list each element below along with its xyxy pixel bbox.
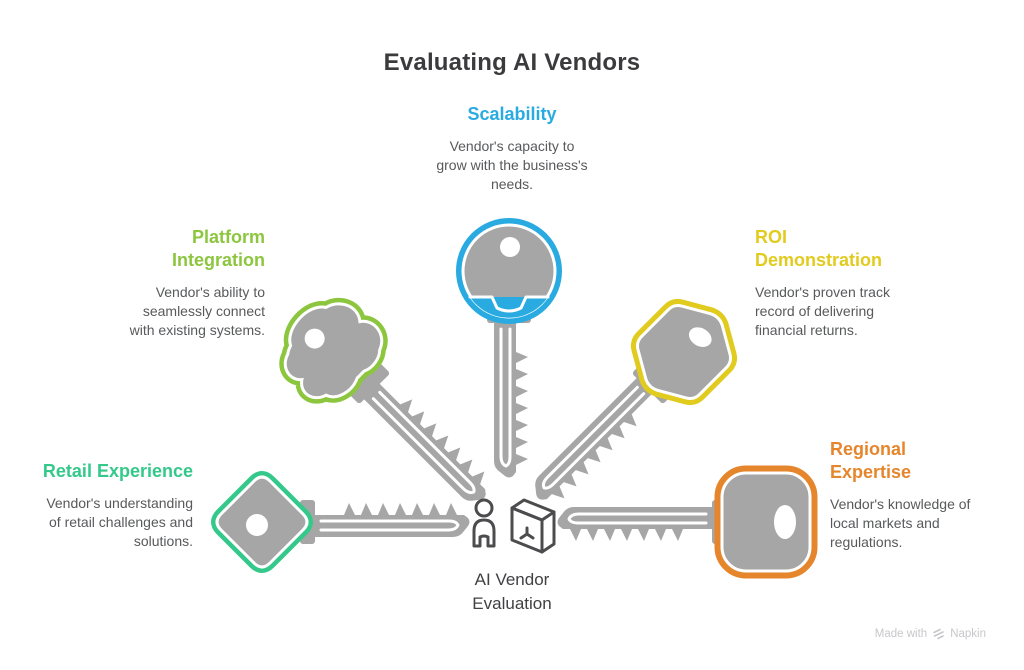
- key-graphic: [279, 297, 486, 501]
- key-groove: [499, 327, 512, 468]
- key-head: [720, 471, 812, 573]
- key-hole: [246, 514, 268, 536]
- key-hole: [774, 505, 796, 539]
- key-shaft: [535, 376, 654, 500]
- key-groove: [319, 519, 460, 532]
- key-icon-regional-expertise: [557, 465, 818, 579]
- item-retail-experience: Retail Experience Vendor's understanding…: [3, 460, 193, 550]
- box-top: [510, 498, 556, 522]
- key-head: [635, 303, 733, 401]
- key-head-chord: [470, 297, 548, 318]
- key-graphic: [456, 218, 562, 478]
- key-hole: [688, 327, 712, 347]
- item-description: Vendor's knowledge of local markets and …: [830, 496, 971, 550]
- item-description: Vendor's understanding of retail challen…: [46, 495, 193, 549]
- key-groove: [567, 512, 708, 525]
- page-title: Evaluating AI Vendors: [383, 49, 641, 76]
- watermark-brand: Napkin: [950, 628, 986, 640]
- watermark: Made with Napkin: [875, 628, 986, 640]
- item-roi-demonstration: ROI Demonstration Vendor's proven track …: [755, 226, 950, 339]
- key-head-notch: [468, 295, 550, 313]
- key-icon-roi-demonstration: [535, 298, 738, 500]
- item-label: Scalability: [467, 104, 557, 124]
- key-icon-scalability: [456, 218, 562, 478]
- key-graphic: [211, 471, 470, 573]
- napkin-logo-icon: [933, 628, 944, 640]
- key-hole: [500, 237, 520, 257]
- item-regional-expertise: Regional Expertise Vendor's knowledge of…: [830, 438, 1020, 551]
- key-hole: [304, 328, 325, 349]
- item-scalability: Scalability Vendor's capacity to grow wi…: [402, 103, 622, 193]
- item-description: Vendor's proven track record of deliveri…: [755, 284, 890, 338]
- person-head: [474, 498, 494, 518]
- item-description: Vendor's capacity to grow with the busin…: [436, 138, 588, 192]
- key-icon-retail-experience: [211, 471, 470, 573]
- person-body: [472, 518, 496, 548]
- key-icon-platform-integration: [279, 297, 486, 501]
- item-label: ROI Demonstration: [755, 227, 883, 271]
- item-label: Regional Expertise: [830, 439, 912, 483]
- box-side: [540, 510, 556, 554]
- box-mark: [519, 526, 535, 540]
- key-groove: [541, 385, 646, 490]
- key-collar: [349, 363, 390, 404]
- item-label: Platform Integration: [172, 227, 265, 271]
- person-and-box-icon: [472, 498, 556, 554]
- key-head: [283, 302, 384, 400]
- key-graphic: [557, 465, 818, 579]
- key-shaft: [362, 382, 486, 501]
- item-platform-integration: Platform Integration Vendor's ability to…: [85, 226, 265, 339]
- key-groove: [371, 390, 476, 495]
- item-description: Vendor's ability to seamlessly connect w…: [129, 284, 265, 338]
- center-label: AI Vendor Evaluation: [472, 570, 552, 613]
- key-graphic: [535, 298, 738, 500]
- watermark-made-with: Made with: [874, 628, 928, 640]
- item-label: Retail Experience: [42, 461, 193, 481]
